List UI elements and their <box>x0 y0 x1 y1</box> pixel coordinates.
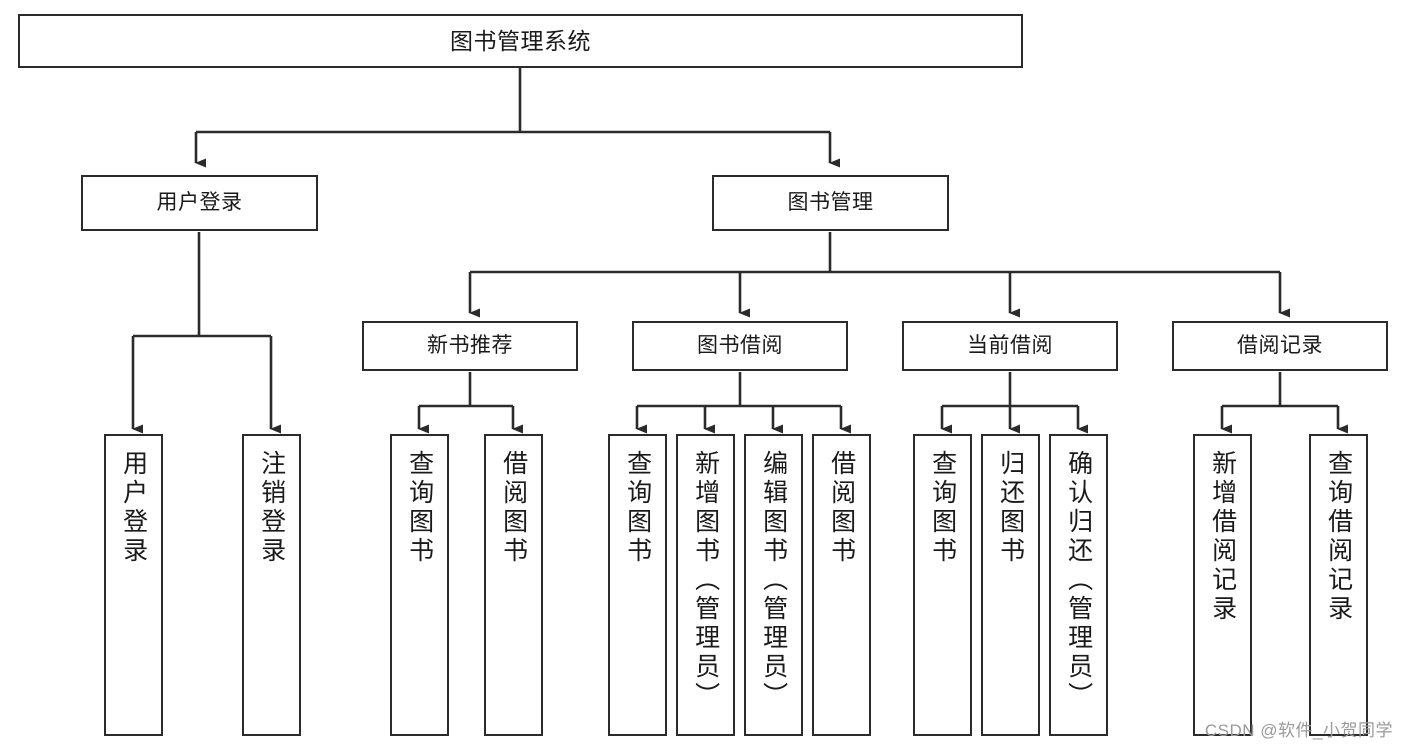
leaf-query-book-borrow[interactable]: 查询图书 <box>608 434 667 736</box>
leaf-query-book-recommend[interactable]: 查询图书 <box>390 434 449 736</box>
leaf-query-book-recommend-label: 查询图书 <box>405 450 434 566</box>
leaf-user-login[interactable]: 用户登录 <box>104 434 163 736</box>
node-root-system[interactable]: 图书管理系统 <box>18 14 1023 68</box>
leaf-logout-login-label: 注销登录 <box>257 450 286 566</box>
leaf-return-book-label: 归还图书 <box>996 450 1025 566</box>
node-book-management-label: 图书管理 <box>787 191 874 215</box>
leaf-add-borrow-record[interactable]: 新增借阅记录 <box>1193 434 1252 736</box>
leaf-query-borrow-record-label: 查询借阅记录 <box>1324 450 1353 624</box>
leaf-return-book[interactable]: 归还图书 <box>981 434 1040 736</box>
node-current-borrow[interactable]: 当前借阅 <box>902 321 1118 371</box>
leaf-query-book-borrow-label: 查询图书 <box>623 450 652 566</box>
node-borrow-record-label: 借阅记录 <box>1237 334 1323 358</box>
leaf-edit-book-admin[interactable]: 编辑图书（管理员） <box>744 434 803 736</box>
leaf-borrow-book-recommend[interactable]: 借阅图书 <box>484 434 543 736</box>
node-borrow-record[interactable]: 借阅记录 <box>1172 321 1388 371</box>
node-book-management[interactable]: 图书管理 <box>712 175 949 231</box>
leaf-add-book-admin[interactable]: 新增图书（管理员） <box>676 434 735 736</box>
leaf-borrow-book-label: 借阅图书 <box>827 450 856 566</box>
leaf-query-book-current-label: 查询图书 <box>928 450 957 566</box>
node-book-borrow[interactable]: 图书借阅 <box>632 321 848 371</box>
node-user-login-label: 用户登录 <box>156 191 243 215</box>
leaf-query-borrow-record[interactable]: 查询借阅记录 <box>1309 434 1368 736</box>
csdn-watermark: CSDN @软件_小贺同学 <box>1204 721 1393 740</box>
node-root-system-label: 图书管理系统 <box>450 27 591 54</box>
leaf-query-book-current[interactable]: 查询图书 <box>913 434 972 736</box>
leaf-add-borrow-record-label: 新增借阅记录 <box>1208 450 1237 624</box>
node-new-book-recommend-label: 新书推荐 <box>427 334 513 358</box>
node-book-borrow-label: 图书借阅 <box>697 334 783 358</box>
leaf-edit-book-admin-label: 编辑图书（管理员） <box>759 450 788 711</box>
leaf-confirm-return-admin[interactable]: 确认归还（管理员） <box>1049 434 1108 736</box>
leaf-logout-login[interactable]: 注销登录 <box>242 434 301 736</box>
node-user-login[interactable]: 用户登录 <box>81 175 318 231</box>
leaf-borrow-book[interactable]: 借阅图书 <box>812 434 871 736</box>
leaf-user-login-label: 用户登录 <box>119 450 148 566</box>
node-current-borrow-label: 当前借阅 <box>967 334 1053 358</box>
leaf-add-book-admin-label: 新增图书（管理员） <box>691 450 720 711</box>
leaf-confirm-return-admin-label: 确认归还（管理员） <box>1064 450 1093 711</box>
node-new-book-recommend[interactable]: 新书推荐 <box>362 321 578 371</box>
leaf-borrow-book-recommend-label: 借阅图书 <box>499 450 528 566</box>
